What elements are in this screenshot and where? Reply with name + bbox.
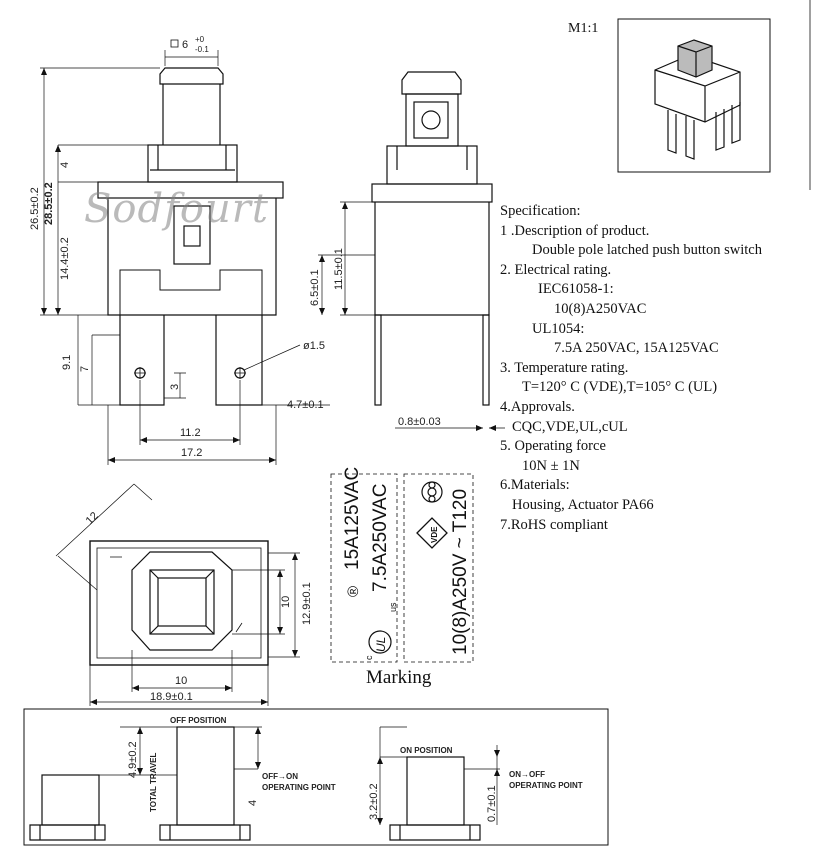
marking-line2: 7.5A250VAC: [370, 484, 391, 592]
marking-reg-symbol: ®: [345, 586, 362, 597]
dim-overall-width: 17.2: [181, 447, 202, 459]
dim-terminal-length: 9.1: [61, 355, 73, 370]
dim-on-travel: 3.2±0.2: [368, 783, 380, 820]
spec-item: UL1054:: [532, 320, 585, 337]
spec-item: Double pole latched push button switch: [532, 242, 762, 259]
spec-item: 7.RoHS compliant: [500, 516, 608, 533]
label-on-off-point: OPERATING POINT: [509, 781, 583, 790]
dim-off-on: 4: [247, 800, 259, 806]
dim-height-overall-a: 26.5±0.2: [29, 187, 41, 230]
spec-item: Housing, Actuator PA66: [512, 496, 654, 513]
label-total-travel: TOTAL TRAVEL: [149, 752, 158, 812]
dim-cap-height: 4: [59, 162, 71, 168]
dim-terminal-width: 4.7±0.1: [287, 399, 324, 411]
square-symbol-icon: [170, 39, 179, 48]
us-mark: us: [388, 602, 398, 612]
label-on-off: ON→OFF: [509, 770, 545, 779]
spec-item: 10N ± 1N: [522, 457, 580, 474]
dim-terminal-inner: 7: [79, 366, 91, 372]
dim-inner-width: 10: [175, 675, 187, 687]
scale-label: M1:1: [568, 21, 599, 36]
dim-body-height: 14.4±0.2: [59, 237, 71, 280]
vde-cert-icon: VDE: [416, 517, 448, 549]
spec-item: 3. Temperature rating.: [500, 359, 629, 376]
dim-actuator-width: 6: [182, 39, 188, 51]
dim-outer-width: 18.9±0.1: [150, 691, 193, 703]
c-mark: c: [364, 655, 374, 660]
ul-cert-icon: UL c us: [364, 602, 398, 660]
spec-item: 6.Materials:: [500, 477, 570, 494]
specification-block: Specification: 1 .Description of product…: [500, 202, 820, 535]
spec-item: 1 .Description of product.: [500, 222, 650, 239]
dim-terminal-pitch: 11.2: [180, 427, 201, 439]
dim-on-off: 0.7±0.1: [486, 785, 498, 822]
marking-line3: 10(8)A250V ~ T120: [450, 489, 471, 655]
watermark: Sodfourt: [84, 186, 269, 232]
dim-total-travel: 4.9±0.2: [127, 741, 139, 778]
spec-item: 4.Approvals.: [500, 398, 575, 415]
spec-item: CQC,VDE,UL,cUL: [512, 418, 628, 435]
marking-line1: 15A125VAC: [342, 467, 363, 570]
dim-hole-offset: 3: [169, 384, 181, 390]
dim-actuator-tol-upper: +0: [195, 35, 205, 44]
top-view: 12 12.9±0.1 10 10 18.9±0.1: [55, 483, 313, 706]
label-off-position: OFF POSITION: [170, 716, 227, 725]
side-view: 11.5±0.1 6.5±0.1 4.7±0.1 0.8±0.03: [262, 71, 505, 431]
dim-side-a: 11.5±0.1: [333, 248, 345, 290]
label-on-position: ON POSITION: [400, 746, 453, 755]
spec-item: T=120° C (VDE),T=105° C (UL): [522, 379, 718, 396]
dim-side-b: 6.5±0.1: [309, 269, 321, 306]
spec-item: IEC61058-1:: [538, 281, 614, 298]
label-off-on-point: OPERATING POINT: [262, 783, 336, 792]
label-off-on: OFF→ON: [262, 772, 298, 781]
spec-item: 5. Operating force: [500, 438, 606, 455]
dim-actuator-tol-lower: -0.1: [195, 45, 209, 54]
isometric-view: [617, 18, 771, 173]
spec-item: 2. Electrical rating.: [500, 261, 612, 278]
travel-diagram: OFF POSITION ON POSITION TOTAL TRAVEL 4.…: [23, 708, 609, 846]
dim-outer-height: 12.9±0.1: [301, 582, 313, 625]
spec-item: 10(8)A250VAC: [554, 300, 647, 317]
front-view: 6 +0 -0.1 26.5±0.2 28.5±0.2 4 14.4±0.2 9…: [29, 35, 325, 465]
ccc-cert-icon: [421, 481, 443, 503]
marking-label: Marking: [366, 667, 432, 688]
dim-height-overall-b: 28.5±0.2: [43, 182, 55, 225]
dim-hole-dia: ø1.5: [303, 340, 325, 352]
dim-diagonal: 12: [84, 510, 101, 527]
dim-inner-height: 10: [280, 596, 292, 608]
ul-mark: UL: [374, 637, 388, 652]
vde-mark: VDE: [430, 526, 439, 543]
dim-terminal-thickness: 0.8±0.03: [398, 416, 441, 428]
spec-title: Specification:: [500, 203, 581, 219]
marking-panel: 15A125VAC 7.5A250VAC ® UL c us 10(8)A250…: [330, 467, 474, 663]
spec-item: 7.5A 250VAC, 15A125VAC: [554, 340, 719, 357]
